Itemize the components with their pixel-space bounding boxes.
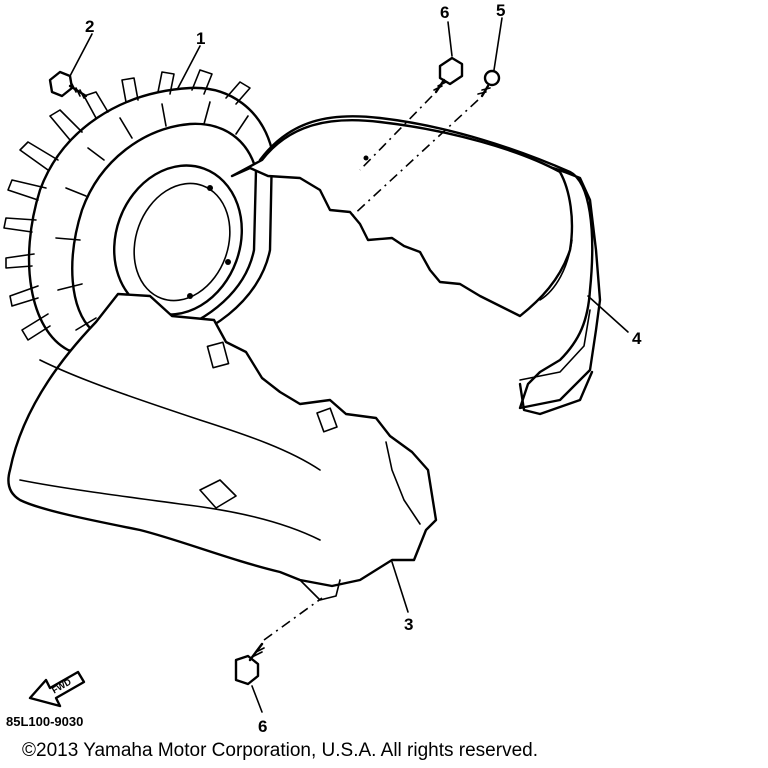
part-label-6-bottom: 6 [258,717,267,736]
leader-line-5 [493,17,503,71]
assembly-line-6-top [359,95,433,171]
diagram-reference-code: 85L100-9030 [6,714,83,729]
bolt-part-6-bottom [234,642,265,686]
assembly-line-5 [349,99,479,219]
leader-line-2 [69,33,93,77]
part-label-4: 4 [632,329,642,348]
lower-air-shroud [7,292,438,601]
leader-line-6-top [447,21,453,57]
flywheel-fan [3,69,274,357]
screw-part-5 [477,69,501,98]
upper-air-shroud [230,115,602,416]
leader-line-1 [177,45,201,89]
part-label-5: 5 [496,1,505,20]
bolt-part-6-top [433,56,464,94]
part-label-2: 2 [85,17,94,36]
leader-line-3 [391,561,409,613]
part-label-1: 1 [196,29,205,48]
leader-line-6-bottom [251,685,263,713]
leader-line-4 [587,295,629,333]
part-label-6-top: 6 [440,3,449,22]
bolt-part-2 [48,70,88,99]
copyright-notice: ©2013 Yamaha Motor Corporation, U.S.A. A… [22,740,538,761]
part-label-3: 3 [404,615,413,634]
assembly-line-6-bottom [263,597,323,641]
fwd-arrow-icon: FWD [28,670,86,708]
